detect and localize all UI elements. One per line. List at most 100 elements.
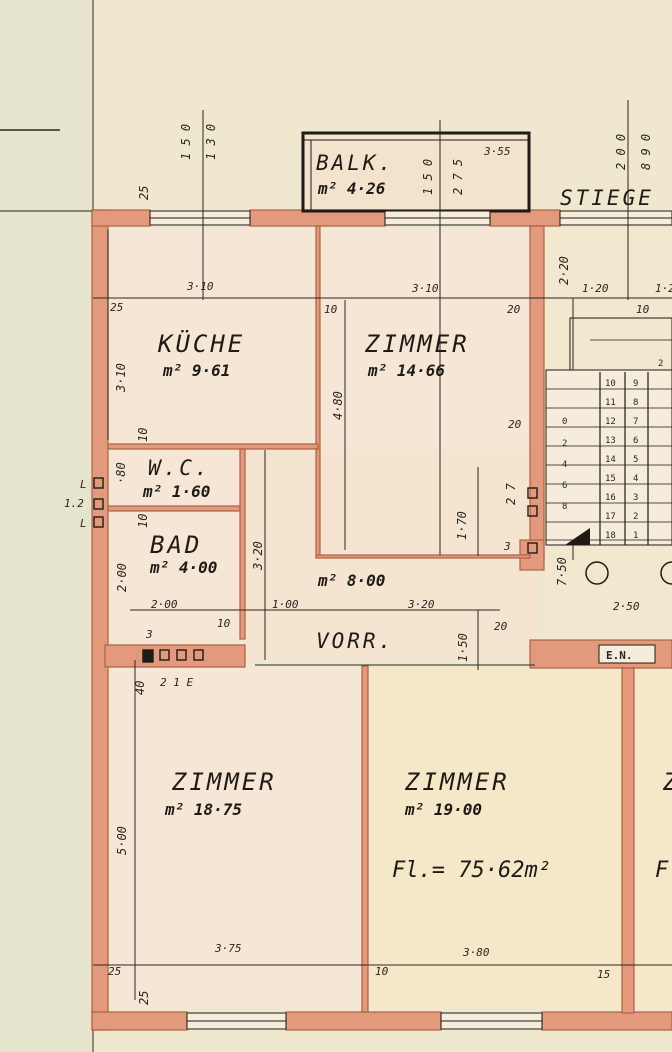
stairwell-label: STIEGE — [560, 186, 654, 210]
dim-k-310: 3·10 — [186, 280, 214, 293]
stair-left-1: 11 — [605, 398, 616, 408]
room-area-zimmer-left: m² 18·75 — [164, 800, 242, 819]
dim-25-a: 25 — [110, 301, 123, 314]
stair-mid-1: 2 — [562, 439, 567, 449]
dim-100-h: 1·00 — [272, 598, 299, 611]
stair-left-0: 10 — [605, 379, 616, 389]
stair-left-2: 12 — [605, 417, 616, 427]
stair-right-1: 8 — [633, 398, 638, 408]
dim-170: 1·70 — [455, 511, 469, 540]
dim-320-h: 3·20 — [407, 598, 435, 611]
dim-80: ·80 — [114, 462, 128, 484]
dim-20-c: 20 — [494, 620, 508, 633]
partial-room-name: Z — [662, 768, 672, 796]
dim-890: 8 9 0 — [639, 134, 653, 170]
stair-right-8: 1 — [633, 531, 638, 541]
stair-top-right: 2 — [658, 359, 663, 369]
dim-250: 2·50 — [613, 600, 640, 613]
dim-200-v: 2·00 — [115, 563, 129, 592]
room-area-vorraum: m² 8·00 — [317, 571, 385, 590]
dim-21e: 2 1 E — [160, 676, 193, 689]
dim-bal-355: 3·55 — [483, 145, 511, 158]
stair-left-7: 17 — [605, 512, 616, 522]
dim-z-310: 3·10 — [411, 282, 439, 295]
room-area-bad: m² 4·00 — [149, 558, 217, 577]
room-area-zimmer-top: m² 14·66 — [367, 361, 445, 380]
dim-20-a: 20 — [507, 303, 521, 316]
room-name-bad: BAD — [150, 531, 202, 559]
dim-310-v: 3·10 — [114, 363, 128, 393]
dim-bal-275: 2 7 5 — [451, 159, 465, 195]
dim-25-b: 25 — [108, 965, 121, 978]
dim-10-f: 10 — [375, 965, 389, 978]
dim-3-a: 3 — [503, 540, 511, 553]
dim-40: 40 — [133, 681, 147, 695]
stair-right-6: 3 — [633, 493, 638, 503]
stair-left-8: 18 — [605, 531, 616, 541]
dim-10-c: 10 — [136, 428, 150, 442]
flues — [93, 477, 538, 663]
dim-1-2: 1·2 — [655, 282, 672, 295]
stair-mid-2: 4 — [562, 460, 567, 470]
dim-10-b: 10 — [636, 303, 650, 316]
dim-200: 2 0 0 — [614, 134, 628, 170]
dim-25-top: 25 — [137, 186, 151, 200]
dim-150-v: 1·50 — [456, 633, 470, 662]
paper-margin — [0, 0, 93, 1052]
stair-right-7: 2 — [633, 512, 638, 522]
total-living-area: Fl.= 75·62m² — [392, 858, 551, 883]
stair-left-3: 13 — [605, 436, 616, 446]
staircase — [545, 317, 672, 664]
stair-left-6: 16 — [605, 493, 616, 503]
stair-left-4: 14 — [605, 455, 616, 465]
label-l1: L — [80, 478, 87, 491]
dim-150: 1 5 0 — [179, 124, 193, 160]
en-label: E.N. — [606, 649, 633, 662]
dim-120: 1·20 — [582, 282, 609, 295]
stair-left-5: 15 — [605, 474, 616, 484]
room-area-zimmer-right: m² 19·00 — [404, 800, 482, 819]
dim-220: 2·20 — [557, 256, 571, 285]
stair-right-3: 6 — [633, 436, 638, 446]
dim-10-e: 10 — [217, 617, 231, 630]
room-name-wc: W.C. — [148, 456, 211, 480]
room-name-balkon: BALK. — [316, 151, 394, 175]
dim-375: 3·75 — [214, 942, 242, 955]
dim-25-c: 25 — [137, 991, 151, 1005]
windows — [149, 210, 672, 1030]
stair-right-0: 9 — [633, 379, 638, 389]
label-l2: L — [80, 517, 87, 530]
room-area-balkon: m² 4·26 — [317, 179, 386, 198]
stair-right-5: 4 — [633, 474, 638, 484]
dim-480: 4·80 — [331, 391, 345, 420]
room-area-wc: m² 1·60 — [142, 482, 210, 501]
label-1-2: 1.2 — [64, 497, 84, 510]
dim-10-a: 10 — [324, 303, 338, 316]
room-name-kueche: KÜCHE — [157, 329, 245, 358]
dimension-labels: 1 5 0 1 3 0 2 0 0 8 9 0 25 1 5 0 2 7 5 3… — [64, 124, 672, 1005]
stair-right-4: 5 — [633, 455, 638, 465]
room-name-zimmer-left: ZIMMER — [171, 768, 277, 796]
dim-20-b: 20 — [508, 418, 522, 431]
room-name-zimmer-right: ZIMMER — [404, 768, 510, 796]
dim-27: 2 7 — [504, 483, 518, 505]
room-name-vorraum: VORR. — [316, 629, 394, 653]
room-name-zimmer-top: ZIMMER — [364, 330, 470, 358]
dim-15: 15 — [597, 968, 610, 981]
stair-mid-0: 0 — [562, 417, 567, 427]
dim-380: 3·80 — [462, 946, 490, 959]
stair-mid-4: 8 — [562, 502, 567, 512]
dim-500: 5·00 — [115, 826, 129, 855]
dim-130: 1 3 0 — [204, 124, 218, 160]
dim-200-h: 2·00 — [151, 598, 178, 611]
partial-room-area: F — [655, 858, 669, 883]
stair-mid-3: 6 — [562, 481, 567, 491]
stair-right-2: 7 — [633, 417, 638, 427]
dim-3-b: 3 — [145, 628, 153, 641]
dim-750: 7·50 — [555, 557, 569, 586]
dim-320-v: 3·20 — [251, 541, 265, 571]
stair-numbers: 10 11 12 13 14 15 16 17 18 9 8 7 6 5 4 3… — [562, 359, 663, 541]
dim-bal-150: 1 5 0 — [421, 159, 435, 195]
dim-10-d: 10 — [136, 514, 150, 528]
